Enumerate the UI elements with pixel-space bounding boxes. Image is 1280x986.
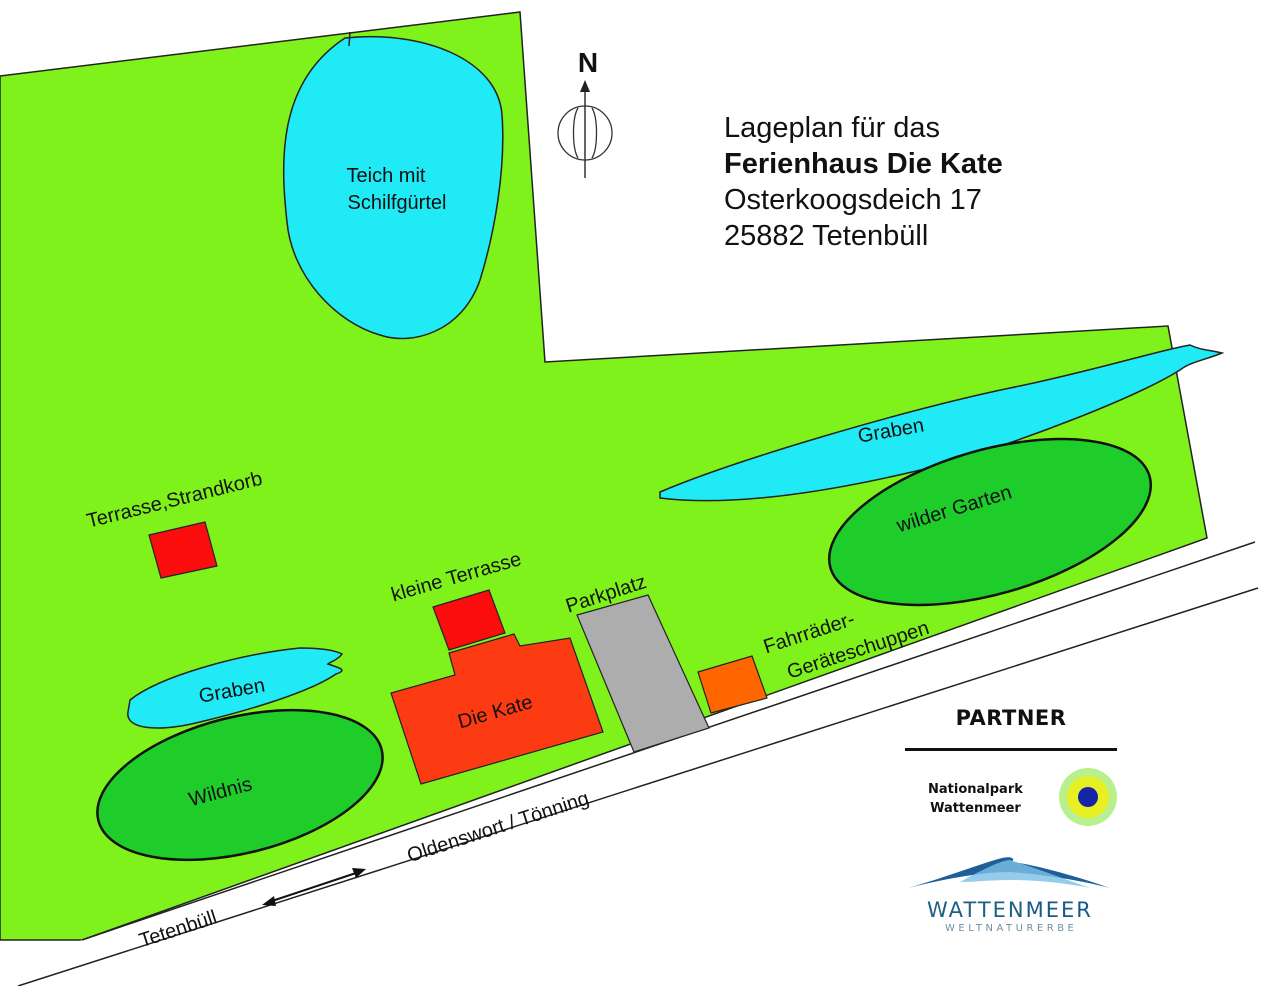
- north-compass: N: [557, 47, 613, 178]
- direction-arrow-icon: [262, 868, 366, 906]
- nationalpark-logo-icon: [1059, 768, 1117, 826]
- pond-label-line2: Schilfgürtel: [348, 192, 447, 214]
- wattenmeer-subtitle: WELTNATURERBE: [945, 923, 1078, 934]
- bike-tool-shed: [697, 655, 768, 714]
- wattenmeer-logo-text: WATTENMEER: [927, 898, 1093, 922]
- compass-arrow-icon: [580, 80, 590, 92]
- compass-north-label: N: [578, 47, 598, 78]
- wm-logo-part-b: MEER: [1025, 898, 1093, 922]
- road-edge-south: [17, 587, 1259, 986]
- wilderness: [96, 708, 384, 862]
- ditch-east: [659, 344, 1225, 502]
- wattenmeer-wave-logo-icon: [908, 857, 1110, 888]
- parking-lot: [576, 594, 710, 753]
- wm-logo-part-a: WATTEN: [927, 898, 1026, 922]
- np-line2: Wattenmeer: [930, 801, 1021, 816]
- ditch-west: [127, 647, 344, 729]
- house-die-kate: [390, 633, 604, 785]
- title-line-street: Osterkoogsdeich 17: [724, 184, 982, 216]
- title-line-intro: Lageplan für das: [724, 112, 941, 144]
- title-line-name: Ferienhaus Die Kate: [724, 148, 1003, 180]
- wild-garden: [827, 437, 1153, 607]
- small-terrace: [432, 589, 506, 651]
- partner-heading: PARTNER: [955, 706, 1067, 730]
- np-line1: Nationalpark: [928, 782, 1023, 797]
- title-line-city: 25882 Tetenbüll: [724, 220, 929, 252]
- road: [20, 542, 1258, 986]
- terrace-beach-chair: [148, 521, 218, 579]
- pond-label-line1: Teich mit: [347, 165, 426, 187]
- compass-left-arc: [572, 107, 579, 159]
- pond: [282, 35, 504, 340]
- partner-divider: [905, 748, 1117, 751]
- plan-title: Lageplan für das Ferienhaus Die Kate Ost…: [724, 110, 1003, 254]
- pond-inlet: [348, 31, 351, 47]
- nationalpark-name: Nationalpark Wattenmeer: [928, 780, 1023, 818]
- compass-right-arc: [591, 107, 598, 159]
